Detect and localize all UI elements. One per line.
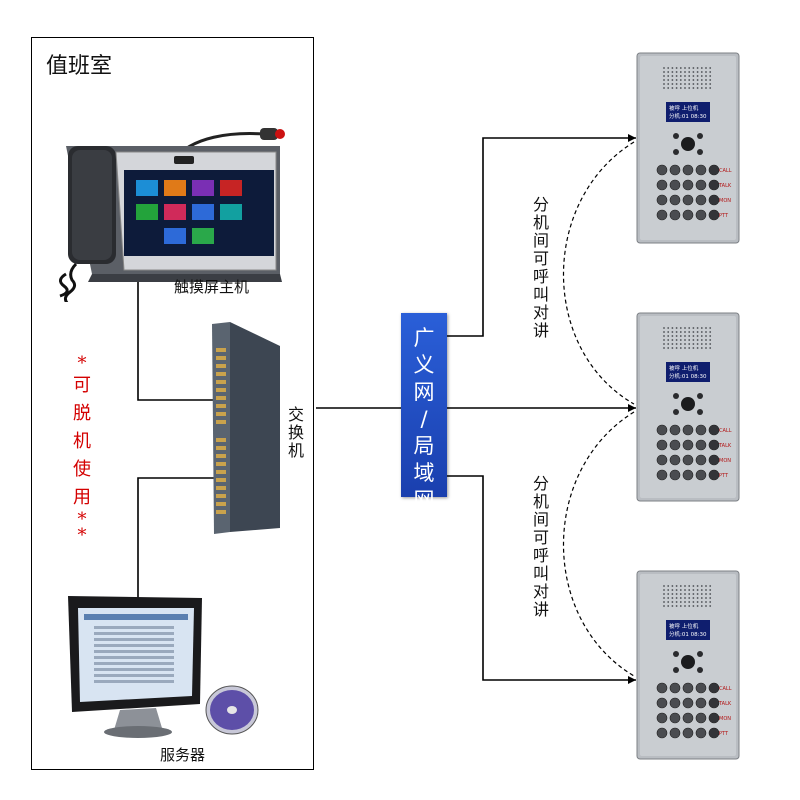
key-label: TALK xyxy=(718,443,732,449)
intercom-note-top: 分 机 间 可 呼 叫 对 讲 xyxy=(531,196,551,340)
switch-label-char: 换 xyxy=(287,423,304,442)
lcd-line-1: 被呼 上位机 xyxy=(669,364,699,372)
network-switch-illustration xyxy=(212,322,280,534)
key-label: CALL xyxy=(719,686,732,692)
duty-room-title: 值班室 xyxy=(46,54,113,79)
intercom-note-char: 呼 xyxy=(532,546,549,565)
offline-note-char: 用 xyxy=(73,487,91,508)
offline-note-char: * xyxy=(77,353,87,374)
lcd-line-2: 分机:01 08:30 xyxy=(669,372,707,380)
key-label: CALL xyxy=(719,428,732,434)
server-label: 服务器 xyxy=(160,746,206,764)
offline-note: * 可 脱 机 使 用 * * xyxy=(70,353,94,546)
intercom-note-char: 机 xyxy=(532,492,549,511)
intercom-arc-top xyxy=(562,141,635,405)
intercom-note-char: 叫 xyxy=(532,564,549,583)
network-box-char: 域 xyxy=(413,461,435,485)
network-box-char: / xyxy=(420,407,428,431)
key-label: MON xyxy=(719,716,731,722)
intercom-note-char: 间 xyxy=(532,510,549,529)
intercom-note-char: 叫 xyxy=(532,285,549,304)
network-box-char: 网 xyxy=(413,380,435,404)
intercom-note-char: 可 xyxy=(532,528,549,547)
intercom-note-char: 对 xyxy=(532,582,549,601)
key-label: MON xyxy=(719,198,731,204)
network-box-char: 网 xyxy=(413,488,435,512)
server-computer-illustration xyxy=(68,596,259,738)
server-switch-link xyxy=(137,477,214,598)
offline-note-char: 可 xyxy=(73,375,91,396)
lcd-line-2: 分机:01 08:30 xyxy=(669,112,707,120)
key-label: PTT xyxy=(719,213,729,219)
intercom-arc-bottom xyxy=(562,411,635,677)
network-box-char: 局 xyxy=(413,434,435,458)
key-label: CALL xyxy=(719,168,732,174)
key-label: TALK xyxy=(718,701,732,707)
server-computer[interactable] xyxy=(64,592,260,744)
lcd-line-1: 被呼 上位机 xyxy=(669,622,699,630)
key-label: PTT xyxy=(719,473,729,479)
offline-note-char: 脱 xyxy=(73,403,91,424)
switch-label-column: 交 换 机 xyxy=(286,406,306,460)
touchscreen-host[interactable] xyxy=(32,124,294,314)
intercom-note-char: 间 xyxy=(532,231,549,250)
switch-label-char: 交 xyxy=(287,405,304,424)
network-switch[interactable] xyxy=(208,318,290,536)
network-panel1-link xyxy=(447,137,636,337)
intercom-note-char: 呼 xyxy=(532,267,549,286)
network-panel3-link xyxy=(447,475,636,681)
intercom-note-char: 讲 xyxy=(532,600,549,619)
intercom-note-char: 可 xyxy=(532,249,549,268)
intercom-note-char: 分 xyxy=(532,195,549,214)
switch-label-char: 机 xyxy=(287,441,304,460)
touchscreen-host-illustration xyxy=(59,128,285,314)
intercom-note-char: 对 xyxy=(532,303,549,322)
offline-note-char: * xyxy=(77,525,87,546)
network-box: 广 义 网 / 局 域 网 xyxy=(401,313,447,512)
intercom-note-bottom: 分 机 间 可 呼 叫 对 讲 xyxy=(531,475,551,619)
network-box-char: 广 xyxy=(413,326,435,350)
offline-note-char: 使 xyxy=(73,459,91,480)
offline-note-char: * xyxy=(77,509,87,530)
duty-room-frame xyxy=(31,37,314,770)
key-label: MON xyxy=(719,458,731,464)
lcd-line-2: 分机:01 08:30 xyxy=(669,630,707,638)
touchscreen-host-label: 触摸屏主机 xyxy=(174,278,250,296)
intercom-note-char: 机 xyxy=(532,213,549,232)
intercom-note-char: 分 xyxy=(532,474,549,493)
offline-note-char: 机 xyxy=(73,431,91,452)
key-label: PTT xyxy=(719,731,729,737)
network-box-char: 义 xyxy=(413,353,435,377)
intercom-note-char: 讲 xyxy=(532,321,549,340)
lcd-line-1: 被呼 上位机 xyxy=(669,104,699,112)
host-switch-link xyxy=(137,268,214,401)
key-label: TALK xyxy=(718,183,732,189)
